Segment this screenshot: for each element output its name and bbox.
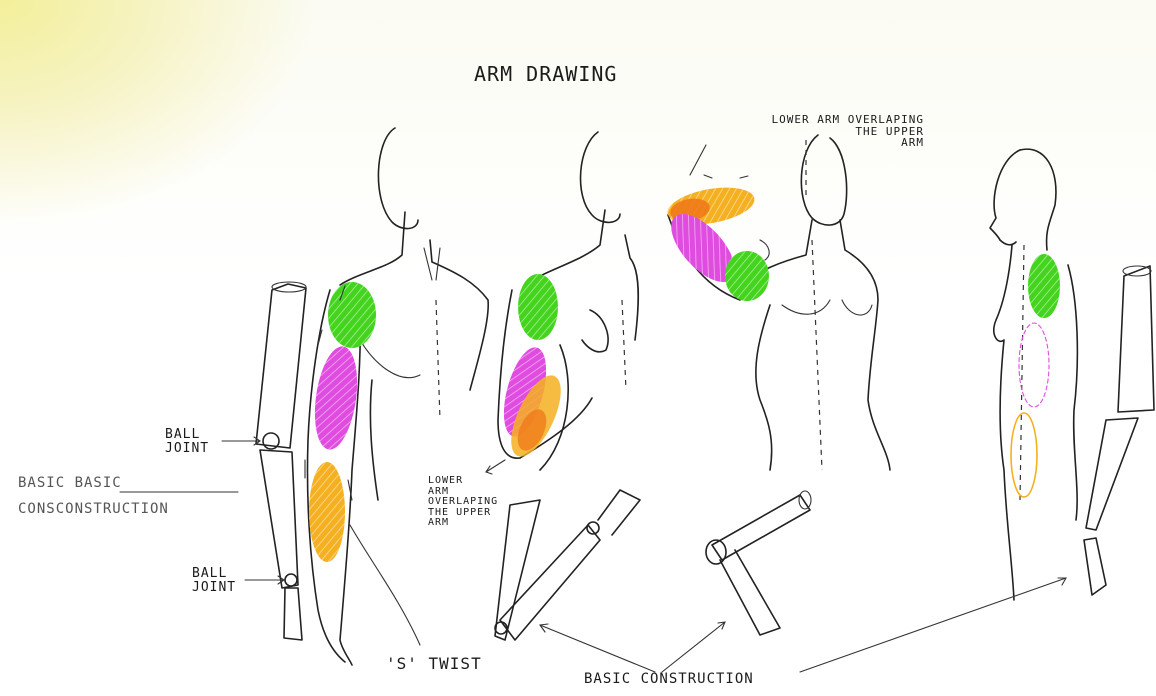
figure-front-arm (120, 128, 488, 665)
label-basic-construction-bottom: BASIC CONSTRUCTION (584, 672, 754, 687)
label-basic-construction-left-a: BASIC BASIC (18, 476, 122, 491)
figure-side-view (800, 149, 1154, 672)
label-basic-construction-left-b: CONSCONSTRUCTION (18, 502, 169, 517)
label-ball-joint-upper: BALL JOINT (165, 428, 209, 455)
page-title: ARM DRAWING (474, 64, 617, 85)
label-s-twist: 'S' TWIST (386, 656, 482, 673)
label-lower-arm-overlap-mid: LOWER ARM OVERLAPING THE UPPER ARM (428, 476, 498, 529)
label-lower-arm-overlap-top: LOWER ARM OVERLAPING THE UPPER ARM (714, 114, 924, 149)
figure-folded-arm (486, 132, 640, 640)
label-ball-joint-lower: BALL JOINT (192, 567, 236, 594)
